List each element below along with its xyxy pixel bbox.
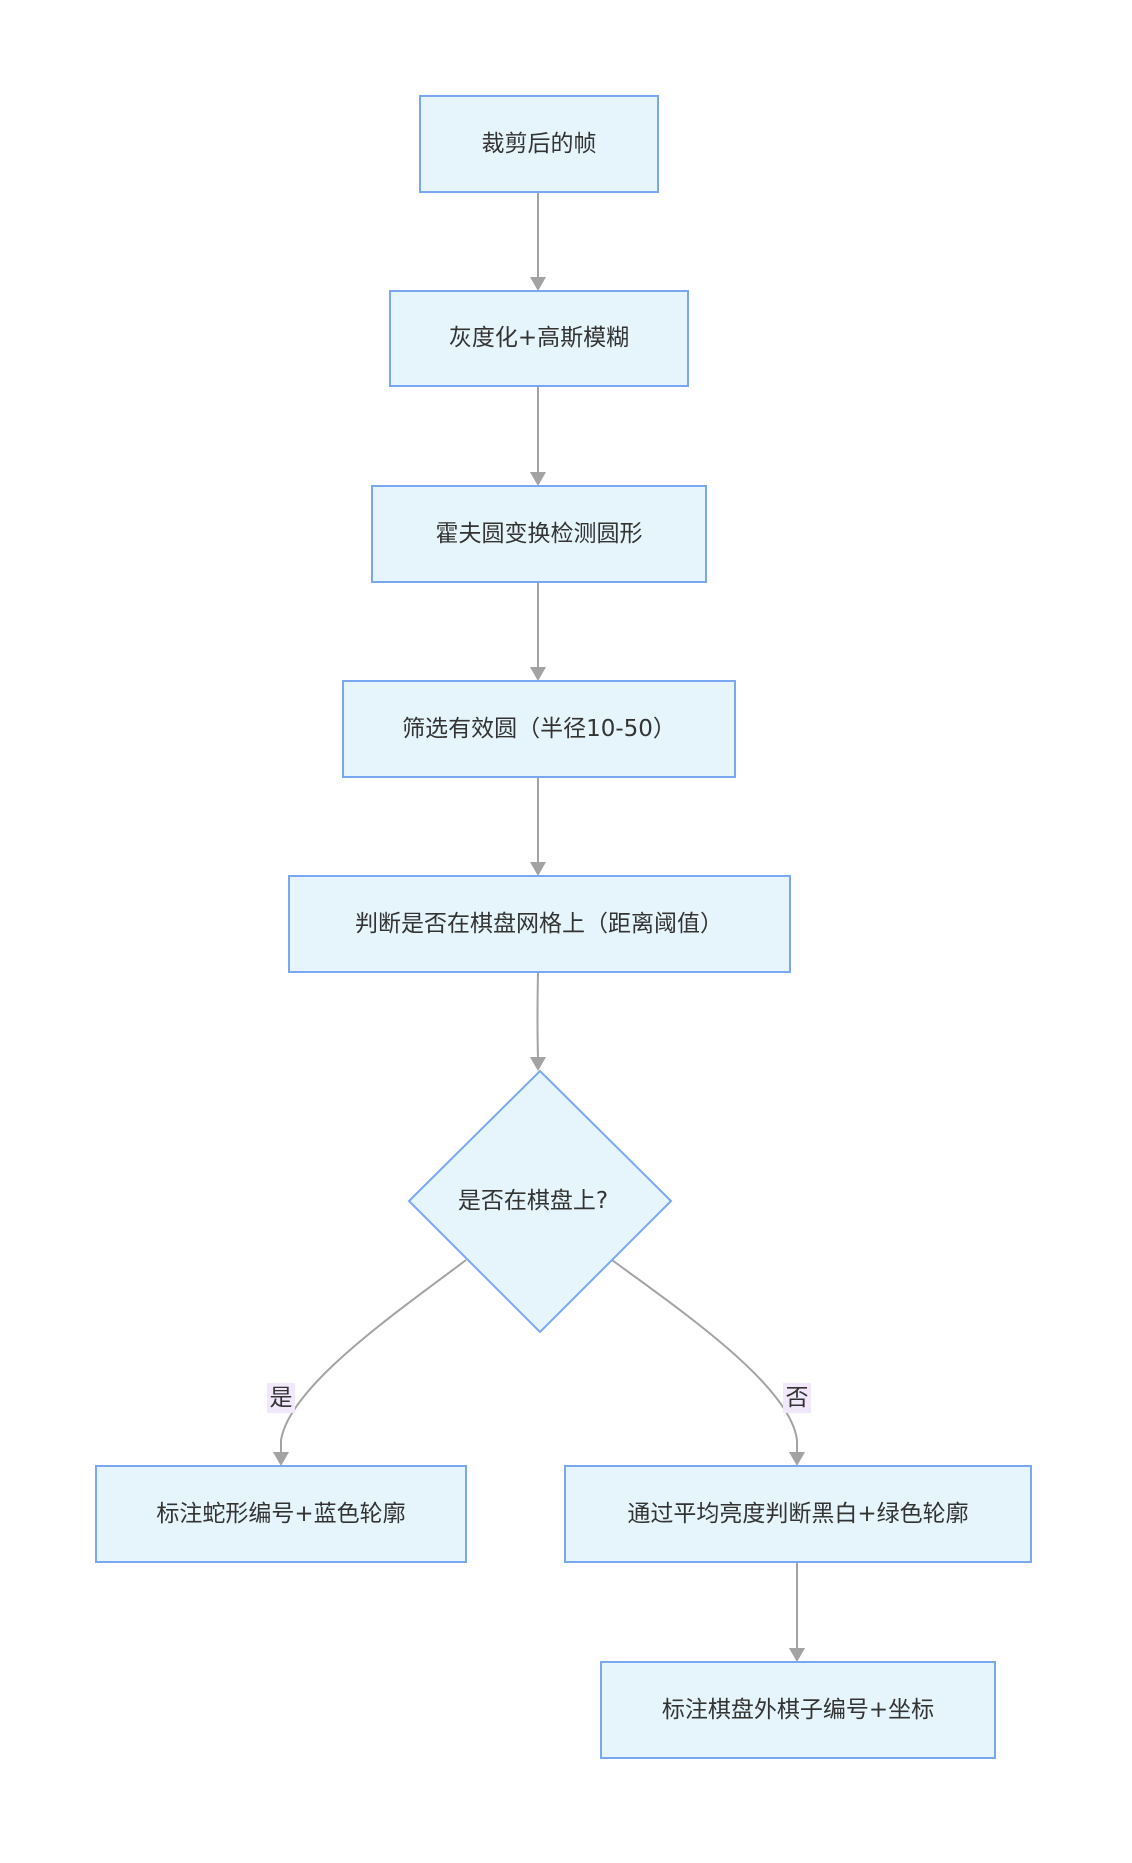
edge-label-yes: 是 [267,1383,295,1413]
arrow-head-icon [530,1057,546,1071]
svg-text:是: 是 [270,1385,293,1411]
arrow-head-icon [789,1452,805,1466]
svg-text:通过平均亮度判断黑白+绿色轮廓: 通过平均亮度判断黑白+绿色轮廓 [627,1501,968,1527]
arrow-head-icon [530,277,546,291]
node-filter-circles: 筛选有效圆（半径10-50） [342,680,736,778]
edge-decision-yes [280,1259,467,1455]
svg-text:判断是否在棋盘网格上（距离阈值）: 判断是否在棋盘网格上（距离阈值） [355,911,723,937]
arrow-head-icon [273,1452,289,1466]
svg-text:霍夫圆变换检测圆形: 霍夫圆变换检测圆形 [436,521,643,547]
node-cropped-frame: 裁剪后的帧 [419,95,659,193]
svg-text:裁剪后的帧: 裁剪后的帧 [482,131,597,157]
svg-text:灰度化+高斯模糊: 灰度化+高斯模糊 [449,325,629,351]
arrow-head-icon [530,667,546,681]
node-label-snake: 标注蛇形编号+蓝色轮廓 [95,1465,467,1563]
edges [273,192,805,1662]
node-grayscale-blur: 灰度化+高斯模糊 [389,290,689,387]
node-label-outside: 标注棋盘外棋子编号+坐标 [600,1661,996,1759]
edge-decision-no [611,1259,798,1455]
arrow-head-icon [789,1648,805,1662]
edge-grid-to-decision [536,971,539,1060]
node-on-board-decision: 是否在棋盘上? [407,1069,673,1334]
node-brightness-judge: 通过平均亮度判断黑白+绿色轮廓 [564,1465,1032,1563]
arrow-head-icon [530,472,546,486]
svg-text:是否在棋盘上?: 是否在棋盘上? [458,1188,608,1214]
svg-text:标注棋盘外棋子编号+坐标: 标注棋盘外棋子编号+坐标 [662,1697,934,1723]
svg-text:筛选有效圆（半径10-50）: 筛选有效圆（半径10-50） [402,716,676,742]
arrow-head-icon [530,862,546,876]
node-hough-detect: 霍夫圆变换检测圆形 [371,485,707,583]
svg-text:否: 否 [786,1385,809,1411]
svg-text:标注蛇形编号+蓝色轮廓: 标注蛇形编号+蓝色轮廓 [156,1501,405,1527]
edge-label-no: 否 [783,1383,811,1413]
node-grid-check: 判断是否在棋盘网格上（距离阈值） [288,875,791,973]
